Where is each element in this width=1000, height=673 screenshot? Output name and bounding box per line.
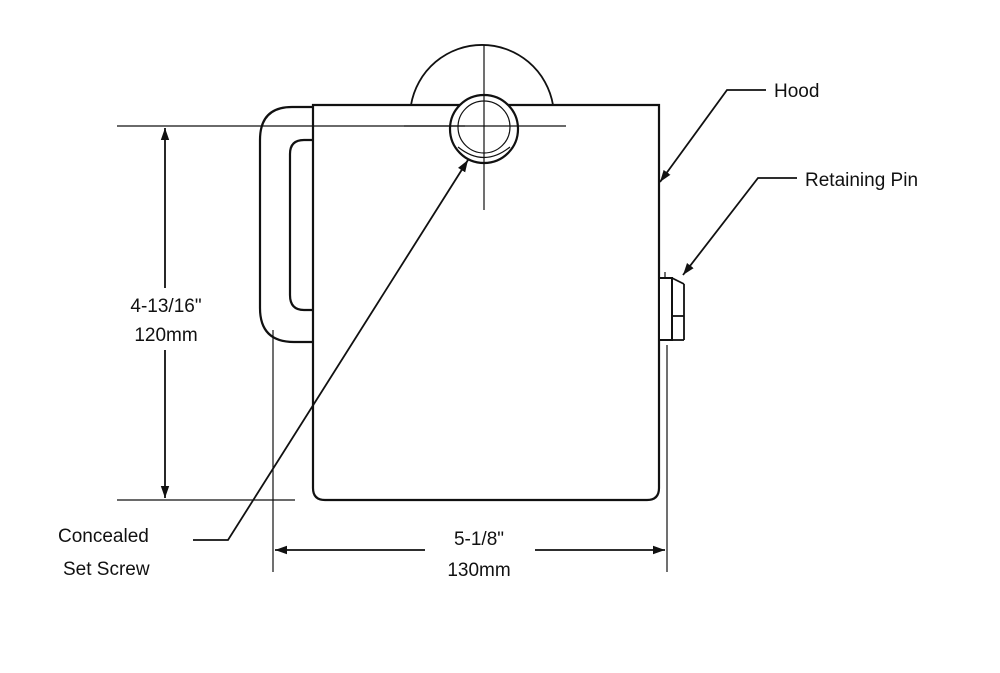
hood-body xyxy=(311,103,661,502)
width-dimension-imperial: 5-1/8" xyxy=(454,529,504,550)
height-dimension-metric: 120mm xyxy=(134,325,197,346)
width-dimension-metric: 130mm xyxy=(447,560,510,581)
set-screw-label-line2: Set Screw xyxy=(63,559,150,580)
hood-leader xyxy=(659,89,766,183)
retaining-pin-label: Retaining Pin xyxy=(805,170,918,191)
height-dimension-imperial: 4-13/16" xyxy=(130,296,201,317)
set-screw-leader xyxy=(193,159,469,541)
set-screw-label-line1: Concealed xyxy=(58,526,149,547)
wall-flange xyxy=(410,44,554,106)
retaining-pin-leader xyxy=(682,177,797,276)
arm-outer xyxy=(258,105,313,344)
hood-label: Hood xyxy=(774,81,819,102)
arm-inner xyxy=(288,138,313,312)
retaining-pin xyxy=(658,272,685,341)
